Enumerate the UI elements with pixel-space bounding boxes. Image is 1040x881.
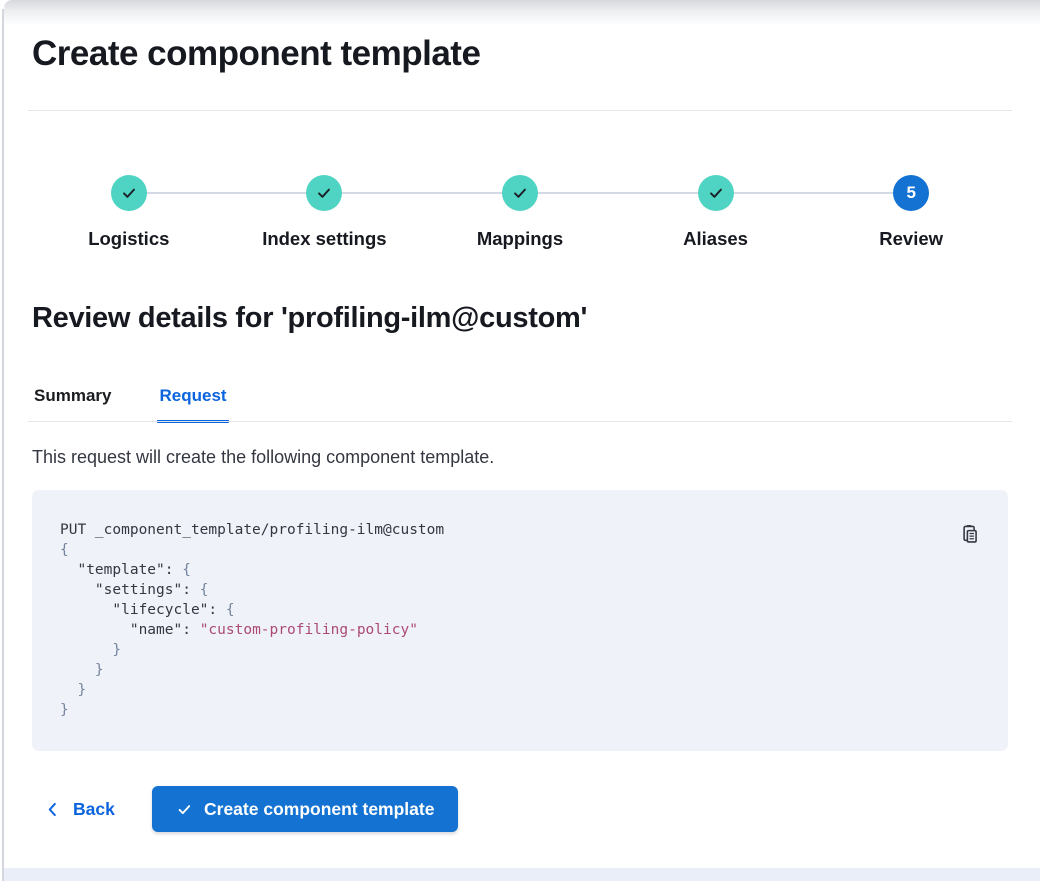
tabs-divider	[28, 421, 1012, 422]
step-number-badge: 5	[893, 175, 930, 211]
page-title: Create component template	[32, 34, 481, 73]
step-label: Aliases	[683, 228, 748, 249]
request-code-block: PUT _component_template/profiling-ilm@cu…	[32, 490, 1008, 751]
title-divider	[28, 110, 1012, 111]
stepper-step-review[interactable]: 5 Review	[813, 175, 1009, 255]
step-complete-check-icon	[306, 175, 343, 211]
stepper-step-aliases[interactable]: Aliases	[618, 175, 814, 255]
bottom-page-strip	[4, 868, 1040, 881]
stepper-step-mappings[interactable]: Mappings	[422, 175, 618, 255]
copy-button[interactable]	[958, 523, 980, 545]
code-line: "name": "custom-profiling-policy"	[60, 622, 418, 638]
left-edge-border	[2, 9, 4, 881]
step-complete-check-icon	[110, 175, 147, 211]
request-code: PUT _component_template/profiling-ilm@cu…	[60, 520, 948, 720]
step-label: Review	[879, 228, 944, 249]
tab-summary[interactable]: Summary	[34, 386, 112, 405]
submit-button-label: Create component template	[204, 798, 435, 819]
code-line: "settings": {	[60, 582, 209, 598]
code-line: }	[60, 702, 69, 718]
wizard-stepper: Logistics Index settings Mappings Aliase…	[31, 175, 1009, 255]
check-icon	[176, 801, 193, 818]
chevron-left-icon	[44, 801, 61, 818]
back-button[interactable]: Back	[44, 786, 115, 832]
code-line: "template": {	[60, 562, 191, 578]
code-line: }	[60, 662, 104, 678]
review-heading: Review details for 'profiling-ilm@custom…	[32, 302, 588, 334]
code-line: {	[60, 542, 69, 558]
tab-request[interactable]: Request	[157, 386, 229, 423]
wizard-footer: Back Create component template	[0, 786, 1040, 832]
code-line: }	[60, 642, 122, 658]
review-tabs: Summary Request	[32, 386, 229, 423]
step-complete-check-icon	[501, 175, 538, 211]
step-label: Mappings	[476, 228, 564, 249]
create-component-template-button[interactable]: Create component template	[152, 786, 459, 832]
step-label: Logistics	[88, 228, 170, 249]
request-description: This request will create the following c…	[32, 447, 495, 467]
step-label: Index settings	[262, 228, 387, 249]
stepper-step-index-settings[interactable]: Index settings	[227, 175, 423, 255]
code-line: "lifecycle": {	[60, 602, 235, 618]
stepper-step-logistics[interactable]: Logistics	[31, 175, 227, 255]
code-line: PUT _component_template/profiling-ilm@cu…	[60, 522, 445, 538]
copy-clipboard-icon	[959, 525, 980, 547]
code-line: }	[60, 682, 87, 698]
top-scroll-shadow	[4, 0, 1040, 26]
back-button-label: Back	[73, 798, 115, 819]
step-complete-check-icon	[697, 175, 734, 211]
